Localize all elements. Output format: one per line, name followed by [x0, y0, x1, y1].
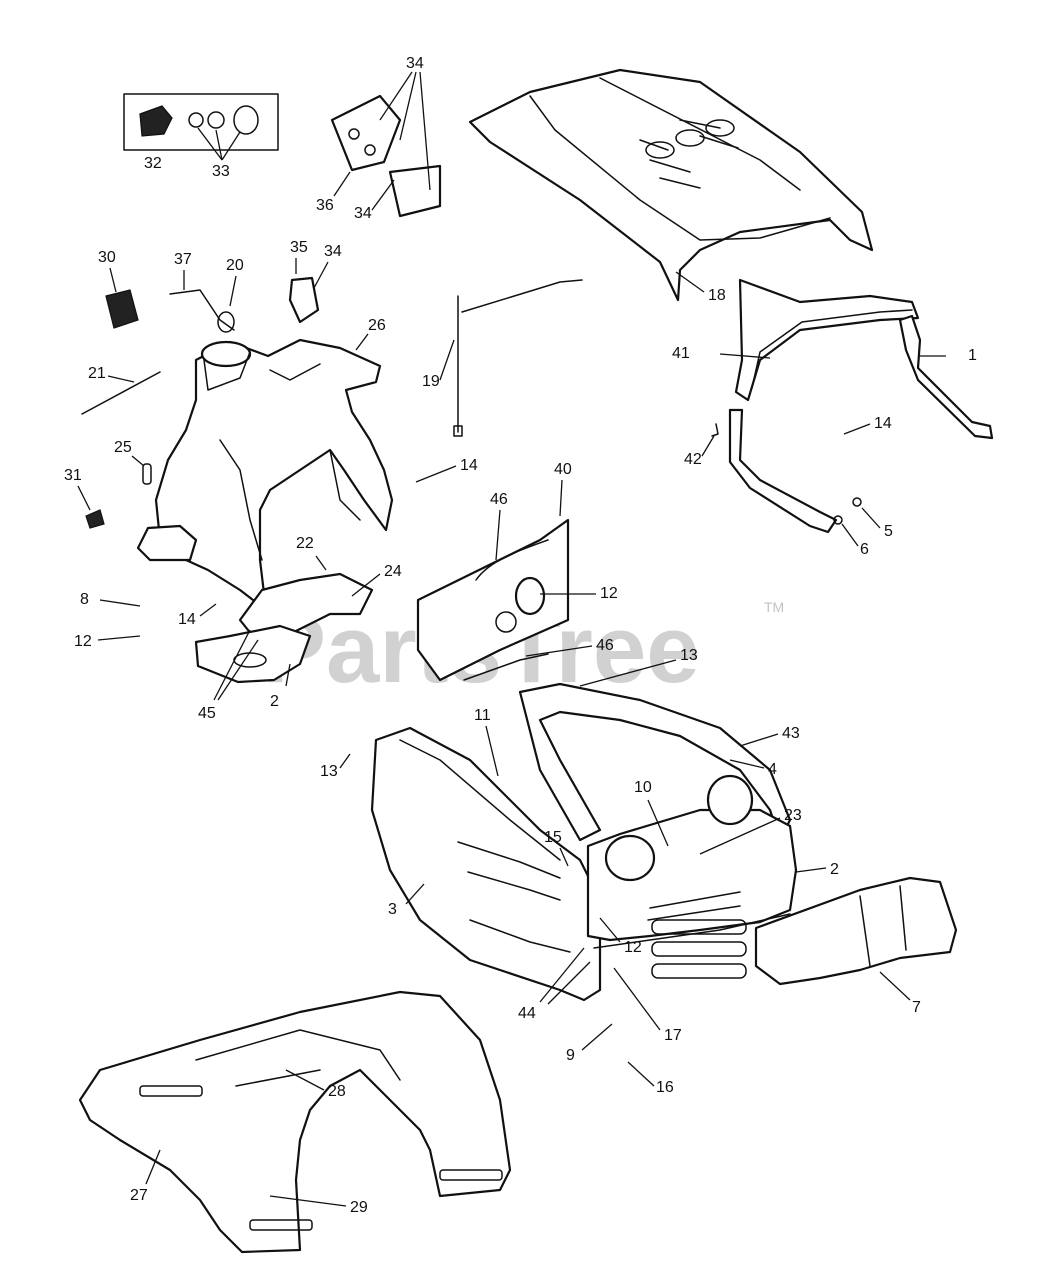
callout-40: 40 [554, 461, 572, 478]
part-grille-guard [711, 278, 994, 534]
callout-25: 25 [114, 439, 132, 456]
callout-34b: 34 [354, 205, 372, 222]
callout-13b: 13 [320, 763, 338, 780]
part-front-bumper [754, 876, 958, 986]
callout-32: 32 [144, 155, 162, 172]
callout-11: 11 [474, 707, 491, 724]
callout-2b: 2 [830, 861, 839, 878]
part-switch-assembly [169, 289, 235, 333]
callout-23: 23 [784, 807, 802, 824]
callout-7: 7 [912, 999, 921, 1016]
callout-8: 8 [80, 591, 89, 608]
callout-1: 1 [968, 347, 977, 364]
callout-18: 18 [708, 287, 726, 304]
callout-13a: 13 [680, 647, 698, 664]
callout-30: 30 [98, 249, 116, 266]
part-clip [288, 276, 320, 324]
callout-28: 28 [328, 1083, 346, 1100]
callout-3: 3 [388, 901, 397, 918]
callout-27: 27 [130, 1187, 148, 1204]
part-heat-shield [416, 518, 570, 682]
callout-45: 45 [198, 705, 216, 722]
callout-17: 17 [664, 1027, 682, 1044]
part-rod [81, 371, 161, 415]
callout-37: 37 [174, 251, 192, 268]
part-rear-fender [78, 990, 512, 1254]
callout-26: 26 [368, 317, 386, 334]
part-dash-panel [136, 338, 394, 612]
callout-12c: 12 [624, 939, 642, 956]
callouts: 1 2 2 3 4 5 6 7 8 9 10 11 12 12 12 13 13… [64, 55, 977, 1216]
callout-10: 10 [634, 779, 652, 796]
part-connector [85, 509, 105, 529]
part-front-shell [370, 682, 798, 1002]
callout-44: 44 [518, 1005, 536, 1022]
part-ignition-switch [123, 93, 279, 151]
callout-22: 22 [296, 535, 314, 552]
part-grille-openings [651, 919, 747, 979]
callout-20: 20 [226, 257, 244, 274]
callout-9: 9 [566, 1047, 575, 1064]
callout-34a: 34 [406, 55, 424, 72]
callout-6: 6 [860, 541, 869, 558]
callout-41: 41 [672, 345, 690, 362]
callout-14c: 14 [178, 611, 196, 628]
part-relay [105, 289, 139, 329]
callout-24: 24 [384, 563, 402, 580]
callout-31: 31 [64, 467, 82, 484]
part-pin [142, 463, 152, 485]
callout-14b: 14 [460, 457, 478, 474]
callout-15: 15 [544, 829, 562, 846]
callout-33: 33 [212, 163, 230, 180]
callout-5: 5 [884, 523, 893, 540]
callout-12b: 12 [600, 585, 618, 602]
watermark-trademark: TM [764, 599, 784, 615]
part-hood [468, 68, 874, 302]
part-wire-harness [453, 279, 583, 437]
callout-42: 42 [684, 451, 702, 468]
callout-46a: 46 [490, 491, 508, 508]
callout-19: 19 [422, 373, 440, 390]
callout-16: 16 [656, 1079, 674, 1096]
callout-34c: 34 [324, 243, 342, 260]
callout-43: 43 [782, 725, 800, 742]
callout-12a: 12 [74, 633, 92, 650]
callout-4: 4 [768, 761, 777, 778]
callout-35: 35 [290, 239, 308, 256]
callout-21: 21 [88, 365, 106, 382]
callout-14a: 14 [874, 415, 892, 432]
part-support-bracket [194, 572, 374, 684]
callout-2a: 2 [270, 693, 279, 710]
callout-29: 29 [350, 1199, 368, 1216]
callout-36: 36 [316, 197, 334, 214]
callout-46b: 46 [596, 637, 614, 654]
